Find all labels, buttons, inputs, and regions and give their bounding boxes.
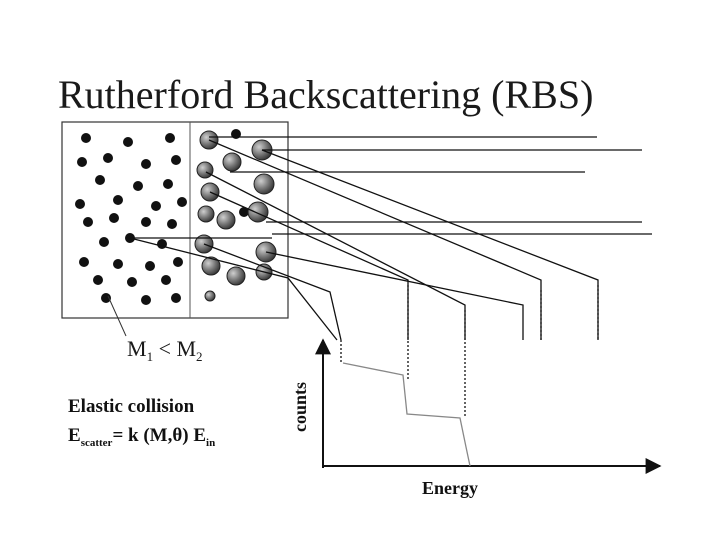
ion-beam-paths	[129, 136, 652, 341]
caption-line-1: Elastic collision	[68, 396, 195, 417]
x-axis-label: Energy	[422, 478, 478, 498]
beam-path	[261, 149, 599, 340]
light-atom	[103, 153, 113, 163]
heavy-atom	[247, 201, 269, 223]
light-atom	[171, 155, 181, 165]
light-atom	[141, 159, 151, 169]
light-atom	[141, 295, 151, 305]
heavy-atom	[226, 266, 246, 286]
sample-block	[61, 121, 289, 319]
light-atom	[161, 275, 171, 285]
heavy-atom	[201, 256, 221, 276]
beam-path	[265, 251, 524, 340]
light-atom	[95, 175, 105, 185]
light-atom	[133, 181, 143, 191]
beam-path	[209, 191, 409, 340]
beam-path	[208, 139, 542, 340]
heavy-atom	[216, 210, 236, 230]
light-atom-layer	[75, 129, 249, 305]
beam-path	[129, 237, 338, 341]
light-atom	[141, 217, 151, 227]
light-atom	[113, 259, 123, 269]
light-atom	[127, 277, 137, 287]
beam-path	[205, 171, 466, 340]
light-atom	[113, 195, 123, 205]
light-atom	[83, 217, 93, 227]
heavy-atom	[253, 173, 275, 195]
heavy-atom	[204, 290, 216, 302]
sample-boundary	[61, 121, 289, 319]
light-atom	[165, 133, 175, 143]
heavy-atom	[197, 205, 215, 223]
light-atom	[177, 197, 187, 207]
mass-pointer-line	[107, 295, 127, 337]
light-atom	[163, 179, 173, 189]
light-atom	[93, 275, 103, 285]
light-atom	[101, 293, 111, 303]
light-atom	[75, 199, 85, 209]
page-title: Rutherford Backscattering (RBS)	[58, 72, 593, 117]
light-atom	[77, 157, 87, 167]
beam-path	[203, 243, 342, 341]
heavy-atom	[222, 152, 242, 172]
mass-relation-label: M1 < M2	[127, 336, 203, 364]
light-atom	[109, 213, 119, 223]
spectrum-plot: counts Energy	[290, 338, 662, 498]
light-atom	[167, 219, 177, 229]
light-atom	[145, 261, 155, 271]
spectrum-step-curve	[342, 362, 471, 467]
light-atom	[239, 207, 249, 217]
light-atom	[151, 201, 161, 211]
light-atom	[81, 133, 91, 143]
light-atom	[123, 137, 133, 147]
light-atom	[79, 257, 89, 267]
y-axis-label: counts	[290, 382, 310, 432]
scattering-equation: Escatter= k (M,θ) Ein	[68, 425, 215, 449]
light-atom	[173, 257, 183, 267]
light-atom	[99, 237, 109, 247]
light-atom	[171, 293, 181, 303]
heavy-atom	[196, 161, 214, 179]
energy-drop-lines	[340, 285, 599, 418]
